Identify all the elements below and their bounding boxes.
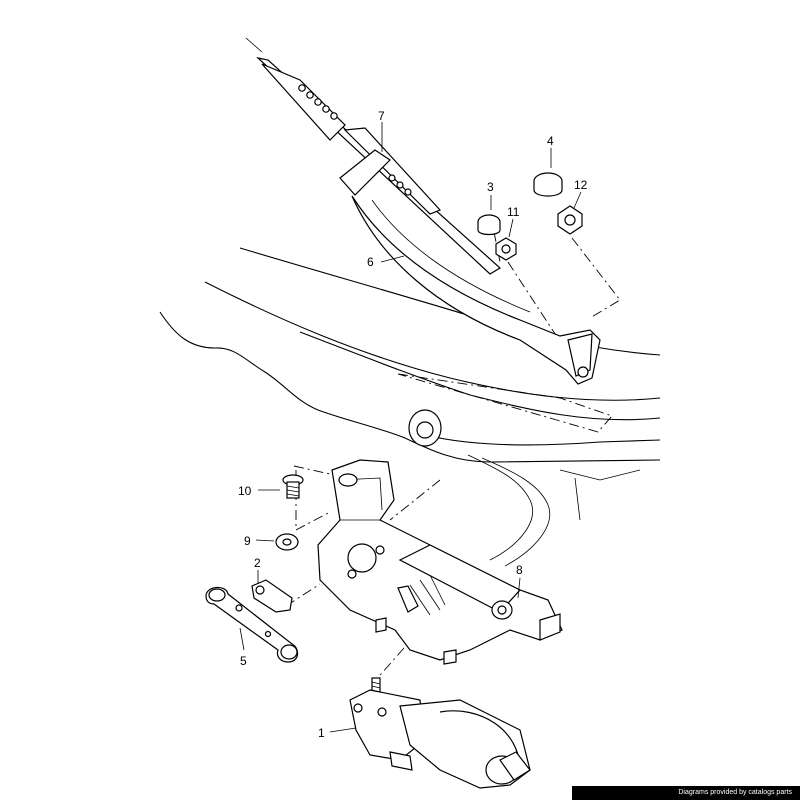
wiper-arm xyxy=(351,195,601,385)
callout-7: 7 xyxy=(378,109,385,123)
credit-text: Diagrams provided by catalogs parts xyxy=(678,789,792,796)
clip-2 xyxy=(251,579,293,613)
bolt-10 xyxy=(282,474,304,499)
washer-9 xyxy=(275,533,299,551)
vehicle-body-outline xyxy=(159,247,661,567)
leader-lines xyxy=(239,122,582,733)
callout-10: 10 xyxy=(238,484,252,498)
cap-3 xyxy=(477,214,501,236)
callout-6: 6 xyxy=(367,255,374,269)
callout-labels: 1 2 3 4 5 6 7 8 9 10 11 12 xyxy=(238,109,588,740)
credit-bar: Diagrams provided by catalogs parts xyxy=(572,786,800,800)
callout-9: 9 xyxy=(244,534,251,548)
callout-12: 12 xyxy=(574,178,588,192)
cap-4 xyxy=(533,172,563,197)
nut-12 xyxy=(557,205,583,235)
callout-11: 11 xyxy=(507,205,520,219)
crank-arm xyxy=(205,586,299,663)
linkage-frame xyxy=(317,459,563,665)
wiper-blade xyxy=(245,37,502,275)
nut-11 xyxy=(495,237,517,261)
wiper-motor xyxy=(349,677,531,789)
callout-1: 1 xyxy=(318,726,325,740)
callout-8: 8 xyxy=(516,563,523,577)
callout-2: 2 xyxy=(254,556,261,570)
callout-3: 3 xyxy=(487,180,494,194)
callout-4: 4 xyxy=(547,134,554,148)
callout-5: 5 xyxy=(240,654,247,668)
